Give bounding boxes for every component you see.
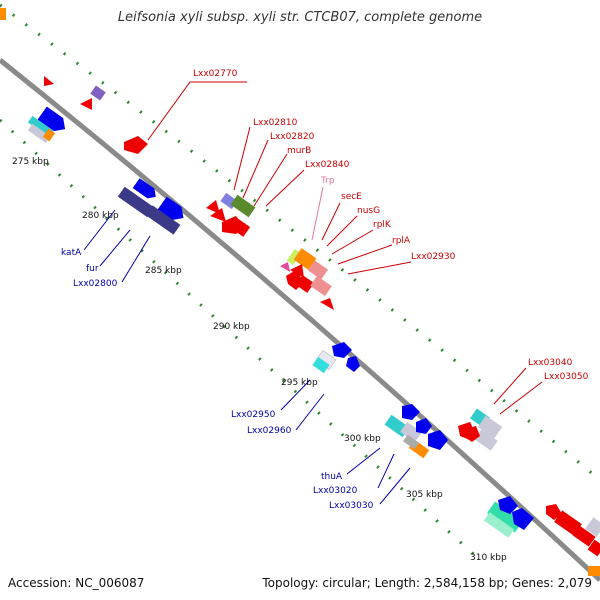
gene-arrow — [464, 426, 480, 442]
gene-block — [588, 566, 600, 576]
kbp-label: 290 kbp — [213, 322, 250, 332]
gene-label: Lxx02820 — [270, 132, 315, 142]
gene-block — [286, 248, 302, 266]
gene-arrow — [132, 178, 156, 199]
gene-label: fur — [86, 264, 99, 274]
gene-block — [474, 429, 498, 451]
gene-arrow — [210, 208, 226, 222]
gene-arrow — [290, 264, 304, 278]
gene-label: secE — [341, 192, 362, 202]
gene-arrow — [428, 430, 448, 450]
gene-arrow — [320, 298, 334, 310]
kbp-label: 280 kbp — [82, 211, 119, 221]
kbp-label: 310 kbp — [470, 553, 507, 563]
callout-lines-top — [147, 81, 543, 415]
gene-arrow — [80, 98, 92, 110]
gene-label: Lxx02810 — [253, 118, 298, 128]
gene-label: katA — [61, 248, 82, 258]
gene-label: Lxx03040 — [528, 358, 573, 368]
kbp-label: 305 kbp — [406, 490, 443, 500]
gene-label: Lxx03050 — [544, 372, 589, 382]
gene-arrow — [402, 404, 420, 420]
gene-arrow — [498, 496, 518, 514]
kbp-label: 275 kbp — [12, 157, 49, 167]
gene-arrow — [44, 76, 54, 86]
gene-label: Lxx02930 — [411, 252, 456, 262]
gene-label-trp: Trp — [320, 176, 335, 186]
gene-block — [312, 356, 330, 374]
gene-label: rplK — [373, 220, 392, 230]
gene-block — [231, 219, 251, 237]
gene-block — [230, 194, 256, 218]
genome-summary: Topology: circular; Length: 2,584,158 bp… — [262, 576, 592, 590]
gene-label: murB — [287, 146, 311, 156]
gene-block — [487, 501, 523, 533]
gene-label: Lxx02800 — [73, 279, 118, 289]
gene-block — [402, 434, 420, 450]
gene-label: Lxx02840 — [305, 160, 350, 170]
gene-block — [483, 512, 515, 538]
gene-arrow — [346, 356, 360, 372]
gene-arrow — [546, 504, 562, 520]
gene-block — [554, 510, 582, 536]
gene-block — [117, 186, 155, 218]
gene-block — [90, 85, 106, 101]
gene-block — [42, 128, 56, 142]
gene-arrow — [280, 262, 290, 272]
gene-block — [477, 415, 503, 439]
genome-backbone — [0, 58, 600, 582]
kbp-label: 285 kbp — [145, 266, 182, 276]
gene-arrow — [206, 200, 220, 214]
gene-block — [572, 525, 596, 547]
gene-label: Lxx02950 — [231, 410, 276, 420]
gene-arrow — [416, 418, 432, 434]
gene-label: Lxx03030 — [329, 501, 374, 511]
gene-block — [310, 275, 332, 297]
gene-block — [308, 260, 328, 280]
gene-label: Lxx02960 — [247, 426, 292, 436]
gene-block — [145, 205, 181, 235]
gene-block — [27, 123, 51, 144]
gene-label: Lxx02770 — [193, 69, 238, 79]
callout-line-trp — [311, 186, 324, 241]
gene-label: nusG — [357, 206, 380, 216]
gene-label: rplA — [392, 236, 411, 246]
kbp-label: 295 kbp — [281, 378, 318, 388]
gene-arrow — [332, 342, 352, 358]
gene-block — [587, 539, 600, 557]
gene-label: thuA — [321, 472, 343, 482]
gene-label: Lxx03020 — [313, 486, 358, 496]
map-title: Leifsonia xyli subsp. xyli str. CTCB07, … — [117, 10, 483, 25]
gene-block — [293, 248, 317, 270]
gene-arrow — [512, 508, 534, 530]
gene-block — [400, 421, 422, 443]
gene-block — [0, 8, 6, 20]
kbp-label: 300 kbp — [344, 434, 381, 444]
gene-arrow — [124, 136, 148, 154]
accession-label: Accession: NC_006087 — [8, 576, 145, 590]
callout-lines-bottom — [83, 209, 411, 505]
gene-block — [295, 275, 315, 293]
gene-arrow — [37, 106, 66, 132]
